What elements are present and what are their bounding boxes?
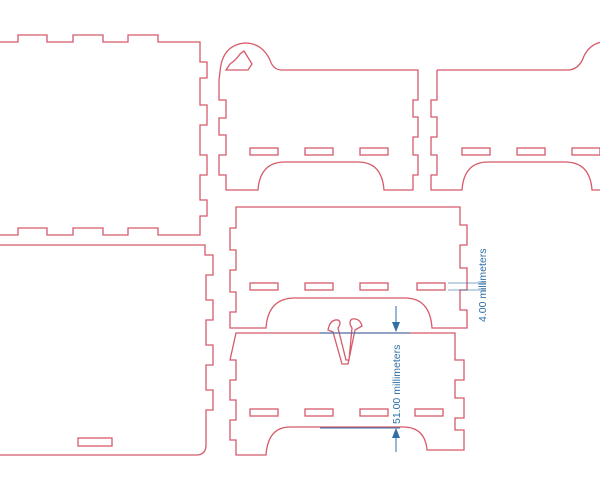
- slot: [571, 147, 600, 156]
- slot: [516, 147, 546, 156]
- slot: [359, 147, 389, 156]
- slot: [416, 282, 446, 291]
- dimension-51mm: 51.00 millimeters: [320, 306, 410, 452]
- dimension-label-51mm: 51.00 millimeters: [391, 345, 403, 424]
- panel-top-left: [0, 34, 208, 236]
- dimension-label-4mm: 4.00 millimeters: [477, 248, 489, 322]
- clip-piece: [327, 318, 363, 365]
- slot: [414, 408, 444, 417]
- panel-bottom-left: [0, 244, 214, 456]
- slot: [77, 437, 113, 447]
- panel-side-right: [430, 41, 600, 191]
- slot: [304, 408, 334, 417]
- dimension-4mm: 4.00 millimeters: [448, 248, 489, 322]
- slot: [304, 282, 334, 291]
- slot: [249, 282, 279, 291]
- slot: [359, 408, 389, 417]
- slot: [249, 147, 279, 156]
- panel-back: [229, 332, 465, 456]
- slot: [249, 408, 279, 417]
- slot: [304, 147, 334, 156]
- panel-side-left: [218, 42, 419, 191]
- slot: [461, 147, 491, 156]
- panel-front: [229, 206, 468, 329]
- handle-cutout: [224, 50, 253, 71]
- slot: [359, 282, 389, 291]
